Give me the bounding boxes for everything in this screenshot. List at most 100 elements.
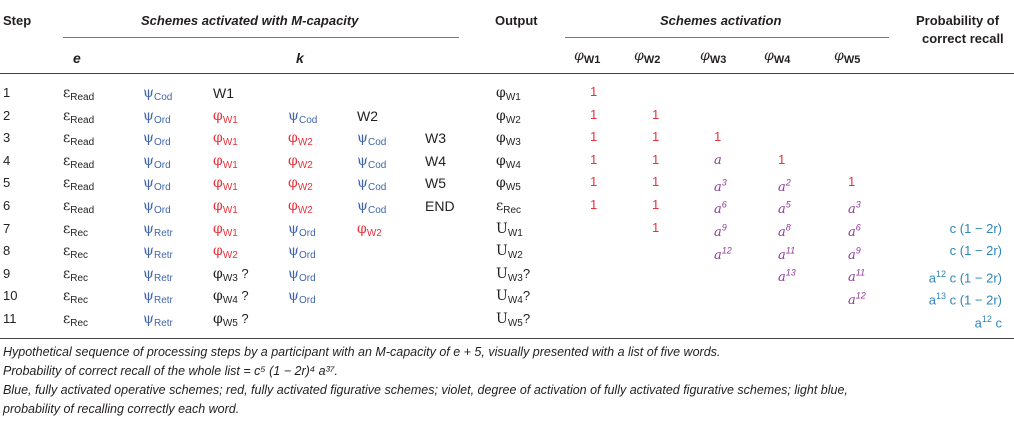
k-scheme: φW1 xyxy=(213,198,238,216)
psi-ord: ψOrd xyxy=(143,130,171,149)
k-ord: ψOrd xyxy=(288,243,316,262)
psi-scheme: ψOrd xyxy=(143,175,171,193)
activation-power: a xyxy=(714,152,722,168)
activation-power: a2 xyxy=(778,177,791,195)
epsilon-scheme: εRec xyxy=(63,221,88,239)
activation-power: a9 xyxy=(848,245,861,263)
psi-retr: ψRetr xyxy=(143,265,173,284)
activation-power: a12 xyxy=(848,290,866,308)
phi-header-w1: φW1 xyxy=(574,47,601,66)
phi-symbol-w3: φW3 xyxy=(700,48,727,66)
epsilon-read: εRead xyxy=(63,130,95,149)
output-cell: φW4 xyxy=(496,153,521,171)
output-w5: UW5? xyxy=(496,311,531,329)
output-cell: εRec xyxy=(496,198,521,216)
output-w2: φW2 xyxy=(496,107,521,126)
k-cod: ψCod xyxy=(357,198,387,216)
psi-scheme: ψRetr xyxy=(143,243,173,261)
k-scheme: W3 xyxy=(425,130,446,147)
activation-value: 1 xyxy=(652,197,660,212)
activation-power: a11 xyxy=(778,245,796,263)
k-cod: ψCod xyxy=(288,107,318,126)
activation-value: 1 xyxy=(590,106,598,122)
k-scheme: φW2 xyxy=(213,243,238,261)
epsilon-rec: εRec xyxy=(63,243,89,262)
k-w4: φW4 ? xyxy=(213,288,249,307)
k-scheme: φW5 ? xyxy=(213,311,249,329)
activation-value: a5 xyxy=(778,197,791,218)
output-w3: UW3? xyxy=(496,265,531,284)
epsilon-rec: εRec xyxy=(63,288,89,307)
k-w1: φW1 xyxy=(213,220,238,239)
group-rule-m xyxy=(63,37,459,38)
activation-value: 1 xyxy=(590,129,598,145)
activation-value: a11 xyxy=(778,242,795,263)
activation-value: 1 xyxy=(590,197,598,212)
activation-value: 1 xyxy=(652,129,660,145)
phi-symbol-w4: φW4 xyxy=(764,48,791,66)
probability-value: a12 c (1 − 2r) xyxy=(928,268,1002,286)
k-scheme: φW1 xyxy=(213,108,238,126)
activation-value: a12 xyxy=(714,242,732,263)
phi-header-w3: φW3 xyxy=(700,47,727,66)
psi-scheme: ψOrd xyxy=(143,153,171,171)
activation-value: 1 xyxy=(652,219,660,235)
step-number: 2 xyxy=(3,107,11,123)
activation-power: a11 xyxy=(848,267,866,286)
psi-retr: ψRetr xyxy=(143,243,173,262)
output-cell: φW3 xyxy=(496,130,521,148)
activation-value: a11 xyxy=(848,265,865,286)
step-number: 9 xyxy=(3,265,11,281)
header-probability-line2: correct recall xyxy=(922,31,1004,46)
output-w3: φW3 xyxy=(496,130,521,149)
k-cod: ψCod xyxy=(357,175,387,194)
activation-value: 1 xyxy=(590,174,598,190)
activation-value: 1 xyxy=(652,151,660,167)
epsilon-scheme: εRead xyxy=(63,198,94,216)
k-ord: ψOrd xyxy=(288,288,316,307)
activation-power: a13 xyxy=(778,267,796,286)
bottom-rule xyxy=(0,338,1014,339)
k-scheme: φW2 xyxy=(288,175,313,193)
probability-value: c (1 − 2r) xyxy=(949,243,1002,259)
k-w1: φW1 xyxy=(213,130,238,149)
activation-value: 1 xyxy=(714,129,722,145)
output-w4: UW4? xyxy=(496,288,531,307)
activation-value: 1 xyxy=(778,151,786,167)
psi-scheme: ψCod xyxy=(143,85,172,103)
phi-symbol-w1: φW1 xyxy=(574,48,601,66)
header-step: Step xyxy=(3,13,32,28)
activation-power: a9 xyxy=(714,222,727,240)
k-scheme: φW1 xyxy=(213,153,238,171)
k-scheme: W1 xyxy=(213,85,234,101)
step-number: 7 xyxy=(3,220,11,236)
epsilon-scheme: εRead xyxy=(63,108,94,126)
epsilon-read: εRead xyxy=(63,198,95,216)
header-rule xyxy=(0,73,1014,74)
psi-scheme: ψOrd xyxy=(143,198,171,216)
epsilon-read: εRead xyxy=(63,85,95,103)
k-scheme: ψOrd xyxy=(288,243,316,261)
k-scheme: END xyxy=(425,198,455,214)
psi-scheme: ψOrd xyxy=(143,108,171,126)
k-scheme: φW1 xyxy=(213,175,238,193)
epsilon-read: εRead xyxy=(63,107,95,126)
activation-value: a3 xyxy=(714,174,727,195)
k-w1: φW1 xyxy=(213,152,238,171)
phi-header-w2: φW2 xyxy=(634,47,661,66)
k-w2: φW2 xyxy=(288,130,313,149)
output-w4: φW4 xyxy=(496,152,521,171)
footnote-1: Hypothetical sequence of processing step… xyxy=(3,345,721,359)
psi-cod: ψCod xyxy=(143,85,173,103)
epsilon-rec: εRec xyxy=(63,220,89,239)
k-scheme: φW3 ? xyxy=(213,266,249,284)
epsilon-scheme: εRec xyxy=(63,311,88,329)
activation-value: a6 xyxy=(848,220,861,241)
probability-value: a13 c (1 − 2r) xyxy=(928,291,1002,308)
activation-power: a6 xyxy=(714,200,727,218)
activation-power: a12 xyxy=(714,245,732,263)
phi-symbol-w2: φW2 xyxy=(634,48,661,66)
header-e: e xyxy=(73,50,81,66)
k-cod: ψCod xyxy=(357,152,387,171)
phi-header-w4: φW4 xyxy=(764,47,791,66)
